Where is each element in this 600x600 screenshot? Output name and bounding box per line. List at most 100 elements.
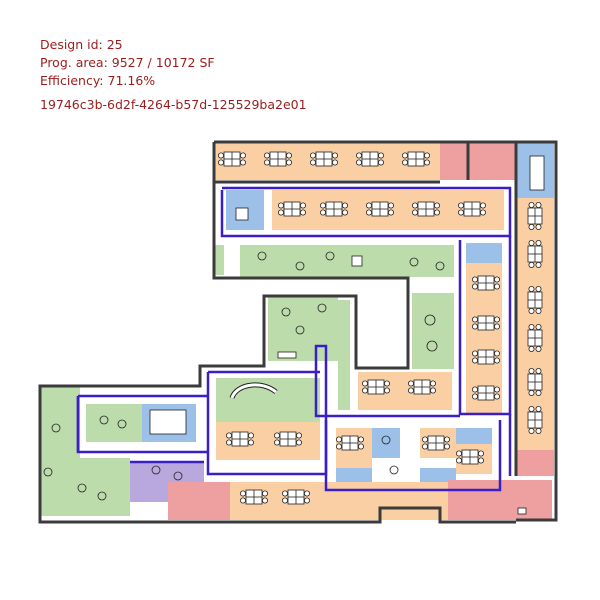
- chair: [457, 202, 464, 209]
- chair: [335, 436, 342, 443]
- chair: [383, 387, 390, 394]
- chair: [341, 202, 348, 209]
- chair: [429, 387, 436, 394]
- chair: [471, 323, 478, 330]
- chair: [477, 457, 484, 464]
- zone-support: [168, 482, 230, 520]
- chair: [309, 159, 316, 166]
- chair: [261, 497, 268, 504]
- chair: [407, 380, 414, 387]
- chair: [285, 159, 292, 166]
- chair: [535, 427, 542, 434]
- chair: [493, 357, 500, 364]
- chair: [295, 439, 302, 446]
- desk-cluster: [411, 201, 440, 217]
- chair: [535, 223, 542, 230]
- desk-cluster: [527, 323, 543, 352]
- chair: [528, 261, 535, 268]
- chair: [239, 159, 246, 166]
- chair: [535, 323, 542, 330]
- round-table: [117, 419, 127, 429]
- round-table: [97, 491, 107, 501]
- chair: [535, 405, 542, 412]
- lounge-sofa-inner: [230, 383, 277, 399]
- chair: [471, 316, 478, 323]
- chair: [528, 285, 535, 292]
- chair: [528, 323, 535, 330]
- desk-cluster: [355, 151, 384, 167]
- chair: [365, 209, 372, 216]
- chair: [479, 202, 486, 209]
- chair: [471, 393, 478, 400]
- desk-cluster: [361, 379, 390, 395]
- chair: [528, 389, 535, 396]
- chair: [535, 307, 542, 314]
- chair: [471, 350, 478, 357]
- desk-cluster: [309, 151, 338, 167]
- chair: [361, 387, 368, 394]
- corridor-path: [76, 186, 512, 492]
- zone-support: [482, 142, 516, 180]
- chair: [361, 380, 368, 387]
- zone-support: [516, 450, 554, 476]
- corridor-line: [324, 420, 502, 492]
- chair: [365, 202, 372, 209]
- chair: [217, 152, 224, 159]
- round-table: [77, 483, 87, 493]
- corridor-line: [206, 344, 460, 476]
- chair: [377, 152, 384, 159]
- table: [235, 207, 249, 221]
- chair: [299, 202, 306, 209]
- chair: [535, 389, 542, 396]
- chair: [295, 432, 302, 439]
- desk-cluster: [335, 435, 364, 451]
- desk-cluster: [407, 379, 436, 395]
- chair: [217, 159, 224, 166]
- chair: [528, 223, 535, 230]
- chair: [277, 209, 284, 216]
- chair: [331, 159, 338, 166]
- round-table: [325, 251, 335, 261]
- chair: [383, 380, 390, 387]
- desk-cluster: [421, 435, 450, 451]
- desk-cluster: [277, 201, 306, 217]
- chair: [471, 276, 478, 283]
- chair: [535, 367, 542, 374]
- desk-cluster: [401, 151, 430, 167]
- table: [149, 409, 187, 435]
- chair: [528, 367, 535, 374]
- chair: [261, 490, 268, 497]
- chair: [377, 159, 384, 166]
- chair: [387, 202, 394, 209]
- chair: [319, 209, 326, 216]
- zone-collab: [40, 458, 130, 516]
- zone-collab: [412, 293, 454, 369]
- chair: [335, 443, 342, 450]
- desk-cluster: [471, 349, 500, 365]
- desk-cluster: [263, 151, 292, 167]
- chair: [433, 209, 440, 216]
- round-table: [151, 465, 161, 475]
- desk-cluster: [281, 489, 310, 505]
- chair: [443, 443, 450, 450]
- zone-collab: [214, 245, 224, 275]
- chair: [528, 405, 535, 412]
- zone-meeting: [466, 243, 502, 263]
- zone-support: [440, 142, 482, 180]
- table: [277, 351, 297, 359]
- chair: [493, 323, 500, 330]
- desk-cluster: [273, 431, 302, 447]
- desk-cluster: [225, 431, 254, 447]
- desk-cluster: [527, 239, 543, 268]
- chair: [528, 201, 535, 208]
- round-table: [295, 325, 305, 335]
- chair: [309, 152, 316, 159]
- exterior-walls: [38, 140, 558, 524]
- chair: [535, 239, 542, 246]
- chair: [273, 439, 280, 446]
- desk-cluster: [319, 201, 348, 217]
- chair: [535, 201, 542, 208]
- zone-open-office: [516, 198, 554, 450]
- wall-segment: [168, 506, 516, 524]
